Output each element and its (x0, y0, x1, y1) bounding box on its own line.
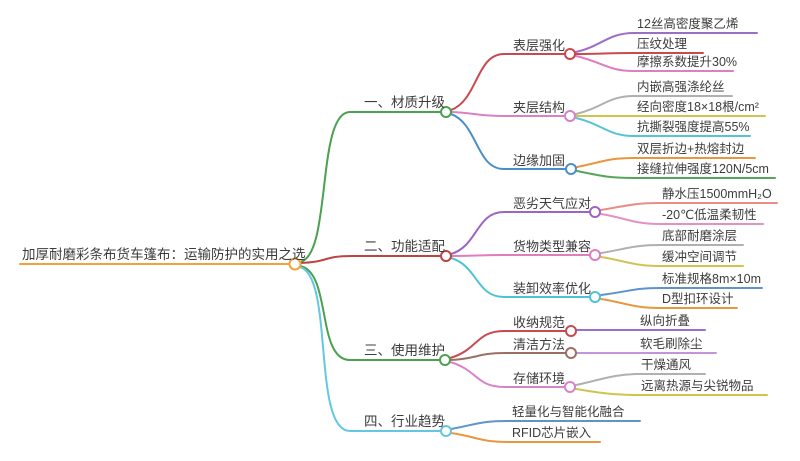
edge-rfid-chip (450, 432, 601, 443)
node-cargo-compat[interactable]: 货物类型兼容 (513, 239, 592, 254)
edge-bottom-coating (600, 244, 744, 254)
leaf-bottom-coating[interactable]: 底部耐磨涂层 (662, 229, 738, 243)
node-handle-interlayer-structure[interactable] (564, 110, 576, 122)
edge-d-ring (600, 298, 738, 309)
edge-polyester-fiber (575, 95, 733, 115)
edge-friction-30 (575, 55, 734, 72)
edge-dry-ventilation (575, 373, 706, 386)
node-handle-weather-response[interactable] (589, 206, 601, 218)
node-handle-edge-reinforce[interactable] (565, 163, 577, 175)
node-function-adapt[interactable]: 二、功能适配 (364, 239, 445, 254)
edge-embossing (575, 52, 704, 55)
node-material-upgrade[interactable]: 一、材质升级 (364, 95, 445, 110)
edge-edge-reinforce (450, 113, 566, 170)
leaf-standard-size[interactable]: 标准规格8m×10m (662, 272, 761, 286)
leaf-embossing[interactable]: 压纹处理 (637, 37, 688, 51)
edge-storage-spec (449, 330, 566, 359)
node-handle-loading-efficiency[interactable] (589, 291, 601, 303)
edge-hydrostatic (600, 202, 778, 211)
node-handle-cargo-compat[interactable] (589, 249, 601, 261)
node-cleaning-method[interactable]: 清洁方法 (513, 337, 566, 352)
edge-lightweight-smart (450, 420, 641, 430)
edge-double-fold (576, 157, 756, 168)
node-handle-usage-maintenance[interactable] (439, 354, 451, 366)
node-handle-storage-spec[interactable] (565, 325, 577, 337)
edge-away-heat-sharp (575, 388, 768, 396)
leaf-polyester-fiber[interactable]: 内嵌高强涤纶丝 (637, 80, 725, 94)
leaf-double-fold[interactable]: 双层折边+热熔封边 (637, 142, 745, 156)
edge-buffer-adjust (600, 256, 744, 267)
edge-surface-strengthen (450, 53, 565, 111)
node-root[interactable]: 加厚耐磨彩条布货车篷布：运输防护的实用之选 (22, 247, 306, 262)
node-interlayer-structure[interactable]: 夹层结构 (513, 100, 566, 115)
leaf-vertical-fold[interactable]: 纵向折叠 (640, 314, 691, 328)
node-handle-root[interactable] (288, 257, 302, 271)
node-storage-env[interactable]: 存储环境 (513, 371, 566, 386)
leaf-d-ring[interactable]: D型扣环设计 (662, 292, 734, 306)
node-loading-efficiency[interactable]: 装卸效率优化 (513, 281, 592, 296)
node-usage-maintenance[interactable]: 三、使用维护 (364, 343, 445, 358)
leaf-pe-12si[interactable]: 12丝高密度聚乙烯 (637, 17, 739, 31)
edge-cargo-compat (450, 254, 590, 257)
leaf-hydrostatic[interactable]: 静水压1500mmH₂O (662, 187, 772, 201)
edge-seam-strength (576, 170, 776, 179)
edge-interlayer-structure (450, 111, 565, 117)
node-storage-spec[interactable]: 收纳规范 (513, 315, 566, 330)
edge-function-adapt (299, 255, 442, 264)
edge-loading-efficiency (450, 257, 590, 298)
leaf-friction-30[interactable]: 摩擦系数提升30% (637, 55, 738, 69)
edge-usage-maintenance (299, 265, 441, 361)
node-edge-reinforce[interactable]: 边缘加固 (513, 153, 566, 168)
node-handle-function-adapt[interactable] (440, 250, 452, 262)
leaf-soft-brush[interactable]: 软毛刷除尘 (640, 337, 703, 351)
leaf-lightweight-smart[interactable]: 轻量化与智能化融合 (512, 405, 625, 419)
edge-weather-response (450, 211, 590, 255)
leaf-buffer-adjust[interactable]: 缓冲空间调节 (662, 250, 738, 264)
leaf-away-heat-sharp[interactable]: 远离热源与尖锐物品 (641, 379, 754, 393)
node-surface-strengthen[interactable]: 表层强化 (513, 38, 566, 53)
leaf-tear-strength[interactable]: 抗撕裂强度提高55% (637, 120, 750, 134)
node-industry-trend[interactable]: 四、行业趋势 (364, 414, 445, 429)
edge-material-upgrade (299, 111, 442, 263)
edge-industry-trend (299, 266, 442, 432)
node-handle-cleaning-method[interactable] (565, 347, 577, 359)
node-handle-storage-env[interactable] (564, 381, 576, 393)
leaf-low-temp[interactable]: -20℃低温柔韧性 (662, 208, 757, 222)
edge-standard-size (600, 287, 763, 296)
edge-storage-env (449, 361, 565, 388)
edge-cleaning-method (449, 352, 566, 361)
leaf-warp-density[interactable]: 经向密度18×18根/cm² (637, 100, 759, 114)
node-handle-industry-trend[interactable] (440, 425, 452, 437)
leaf-seam-strength[interactable]: 接缝拉伸强度120N/5cm (637, 162, 769, 176)
leaf-dry-ventilation[interactable]: 干燥通风 (641, 358, 692, 372)
edge-low-temp (600, 213, 764, 225)
leaf-rfid-chip[interactable]: RFID芯片嵌入 (512, 426, 592, 440)
node-weather-response[interactable]: 恶劣天气应对 (513, 196, 592, 211)
node-handle-material-upgrade[interactable] (440, 106, 452, 118)
edge-pe-12si (575, 32, 758, 53)
node-handle-surface-strengthen[interactable] (564, 48, 576, 60)
edge-tear-strength (575, 117, 751, 137)
